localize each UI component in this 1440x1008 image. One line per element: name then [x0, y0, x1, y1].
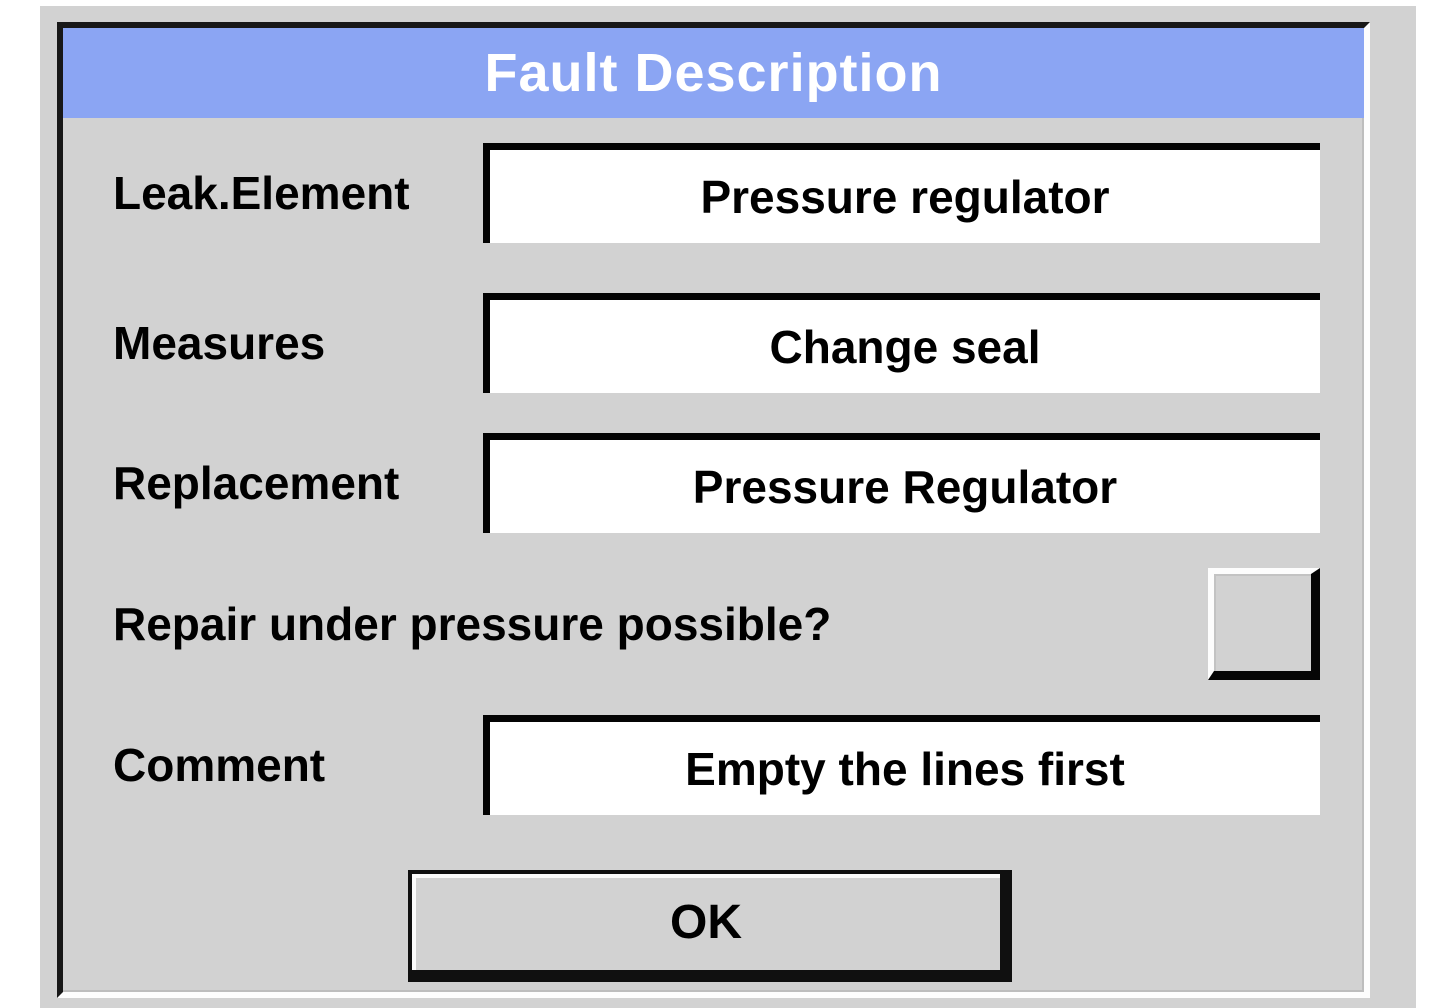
- device-screen: Fault Description Leak.Element Pressure …: [40, 6, 1416, 1008]
- leak-element-label: Leak.Element: [113, 167, 410, 219]
- leak-element-field[interactable]: Pressure regulator: [483, 143, 1320, 243]
- fault-description-dialog: Fault Description Leak.Element Pressure …: [57, 22, 1370, 998]
- measures-field[interactable]: Change seal: [483, 293, 1320, 393]
- repair-under-pressure-label: Repair under pressure possible?: [113, 598, 832, 650]
- comment-field[interactable]: Empty the lines first: [483, 715, 1320, 815]
- dialog-content: Leak.Element Pressure regulator Measures…: [63, 118, 1364, 992]
- dialog-title: Fault Description: [484, 43, 943, 103]
- comment-label: Comment: [113, 739, 326, 791]
- ok-button[interactable]: OK: [408, 870, 1012, 982]
- measures-label: Measures: [113, 317, 326, 369]
- replacement-label: Replacement: [113, 457, 400, 509]
- repair-possible-checkbox[interactable]: [1208, 568, 1320, 680]
- dialog-title-bar: Fault Description: [63, 28, 1364, 118]
- replacement-field[interactable]: Pressure Regulator: [483, 433, 1320, 533]
